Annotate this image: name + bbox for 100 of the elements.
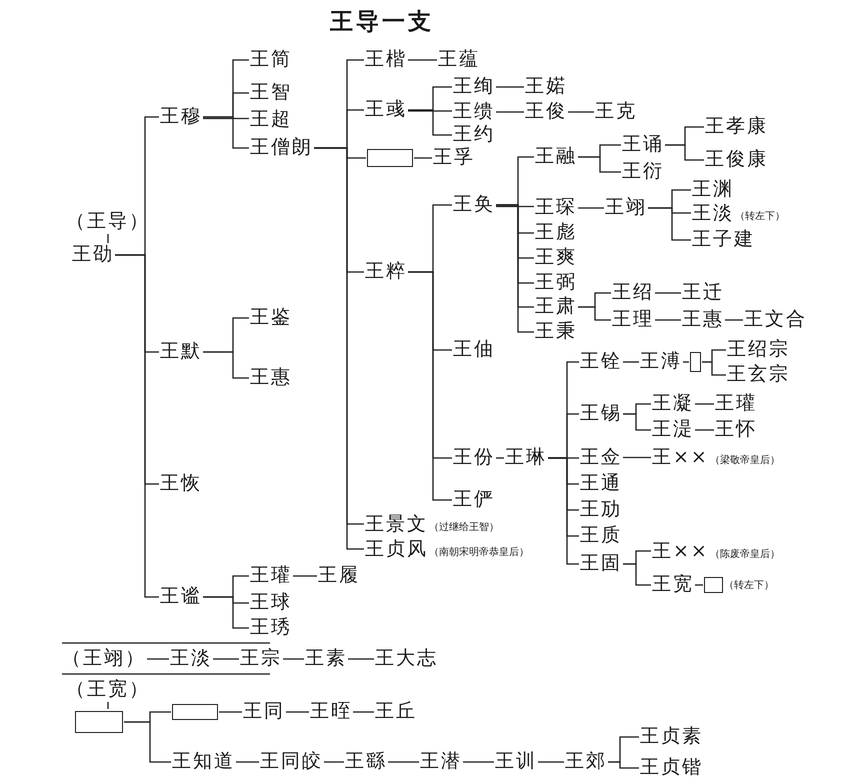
person-name: 王瓘 [715,394,757,414]
person-name: 王通 [580,474,622,494]
connector-line [219,711,242,713]
connector-line [648,207,691,241]
connector-line [568,111,594,113]
person-name: 王诵 [622,135,664,155]
person-name: 王蕴 [438,50,480,70]
title: 王导一支 [330,7,434,37]
connector-line [324,761,344,763]
person-name: 王瓘 [250,566,292,586]
note-text: （陈废帝皇后） [710,549,780,560]
connector-line [203,351,249,379]
person-name: （王翊） [62,649,146,669]
person-name: 王约 [453,125,495,145]
connector-line [353,711,374,713]
person-name: 王穆 [160,107,202,127]
connector-line [496,204,534,333]
connector-line [578,156,621,173]
person-name: 王知道 [172,752,235,772]
person-name: 王贞锴 [640,758,703,778]
connector-line [496,206,534,208]
person-name: 王训 [495,752,537,772]
connector-line [695,403,714,405]
connector-line [695,429,714,431]
connector-line [107,702,109,709]
connector-line [408,271,452,501]
person-name: 王孝康 [705,117,768,137]
connector-line [107,234,109,244]
empty-box [367,149,413,167]
person-name: 王琇 [250,618,292,638]
person-name: 王琛 [535,198,577,218]
person-name: 王俊康 [705,150,768,170]
connector-line [388,761,419,763]
connector-line [213,658,239,660]
person-name: 王克 [595,102,637,122]
person-name: 王理 [612,310,654,330]
person-name: 王劭 [72,245,114,265]
person-name: 王肃 [535,297,577,317]
person-name: 王郊 [565,752,607,772]
connector-line [623,361,639,363]
empty-box [75,711,123,733]
connector-line [623,563,651,586]
person-name: 王淡 [170,649,212,669]
person-name: 王楷 [365,50,407,70]
person-name: 王宗 [240,649,282,669]
person-name: 王大志 [375,649,438,669]
person-name: 王秉 [535,322,577,342]
person-name: （王导） [66,212,150,232]
person-name: 王素 [305,649,347,669]
person-name: 王绚 [453,77,495,97]
person-name: 王怀 [715,420,757,440]
person-name: 王贞风 [365,538,428,560]
connector-line [695,584,703,586]
person-name: 王×× [652,540,709,562]
person-name: 王凝 [652,394,694,414]
person-name: 王佥 [580,448,622,468]
connector-line [283,658,304,660]
connector-line [286,711,309,713]
connector-line [348,658,374,660]
person-name: 王贞素 [640,727,703,747]
note-text: （南朝宋明帝恭皇后） [429,547,529,558]
connector-line [683,361,689,363]
person-name: 王铨 [580,352,622,372]
person-name: 王淡 [692,202,734,224]
person-name: 王缋 [453,102,495,122]
person-name: 王弼 [535,273,577,293]
person-name: 王简 [250,50,292,70]
empty-box [172,704,218,720]
connector-line [496,86,524,88]
connector-line [293,575,317,577]
connector-line [115,254,159,598]
person-name: 王玄宗 [727,365,790,385]
person-name: 王同 [243,702,285,722]
connector-line [702,361,726,376]
connector-line [463,761,494,763]
person-name: 王衍 [622,162,664,182]
person-name: 王×× [652,446,709,468]
person-name: （王宽） [66,680,150,700]
connector-line [623,456,651,458]
person-name: 王文合 [744,310,807,330]
connector-line [623,413,651,431]
person-name: 王晊 [310,702,352,722]
person-name: 王同皎 [260,752,323,772]
person-name: 王惠 [250,368,292,388]
person-name: 王履 [318,566,360,586]
connector-line [414,157,432,159]
empty-box [690,352,701,372]
person-name: 王奂 [453,195,495,215]
person-name: 王琳 [505,448,547,468]
person-name: 王固 [580,554,622,574]
note-text: （转左下） [735,211,785,222]
connector-line [655,319,681,321]
person-name: 王智 [250,83,292,103]
person-name: 王婼 [525,77,567,97]
person-name: 王爽 [535,248,577,268]
person-name: 王默 [160,342,202,362]
connector-line [203,116,249,149]
connector-line [665,144,704,161]
note-text: （梁敬帝皇后） [710,455,780,466]
connector-line [124,721,171,763]
